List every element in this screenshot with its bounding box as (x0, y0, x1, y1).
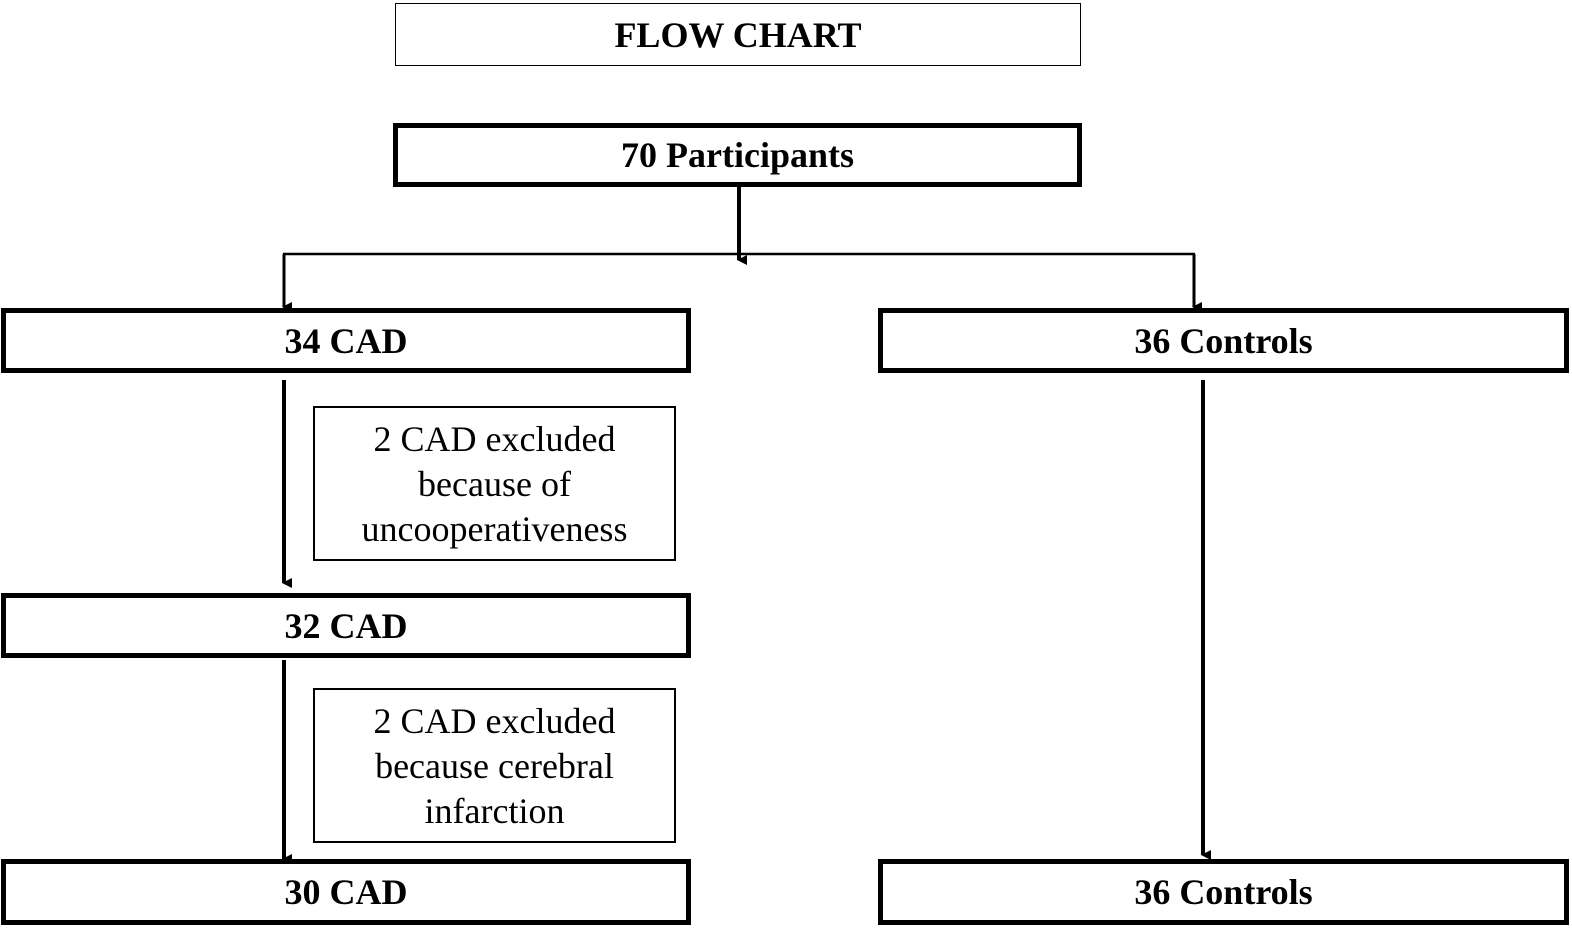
exclusion-note-line: 2 CAD excluded (373, 419, 616, 459)
participants-box: 70 Participants (393, 123, 1082, 187)
flowchart-title: FLOW CHART (395, 3, 1081, 66)
exclusion-note-line: infarction (424, 791, 565, 831)
exclusion-note-line: because of (418, 464, 571, 504)
exclusion-note-line: because cerebral (375, 746, 614, 786)
exclusion-note-uncooperativeness: 2 CAD excluded because of uncooperativen… (313, 406, 676, 561)
cad-final-box: 30 CAD (1, 859, 691, 925)
exclusion-note-line: uncooperativeness (361, 509, 628, 549)
controls-initial-box: 36 Controls (878, 308, 1569, 373)
controls-final-box: 36 Controls (878, 859, 1569, 925)
exclusion-note-line: 2 CAD excluded (373, 701, 616, 741)
cad-mid-box: 32 CAD (1, 593, 691, 658)
cad-initial-box: 34 CAD (1, 308, 691, 373)
exclusion-note-infarction: 2 CAD excluded because cerebral infarcti… (313, 688, 676, 843)
